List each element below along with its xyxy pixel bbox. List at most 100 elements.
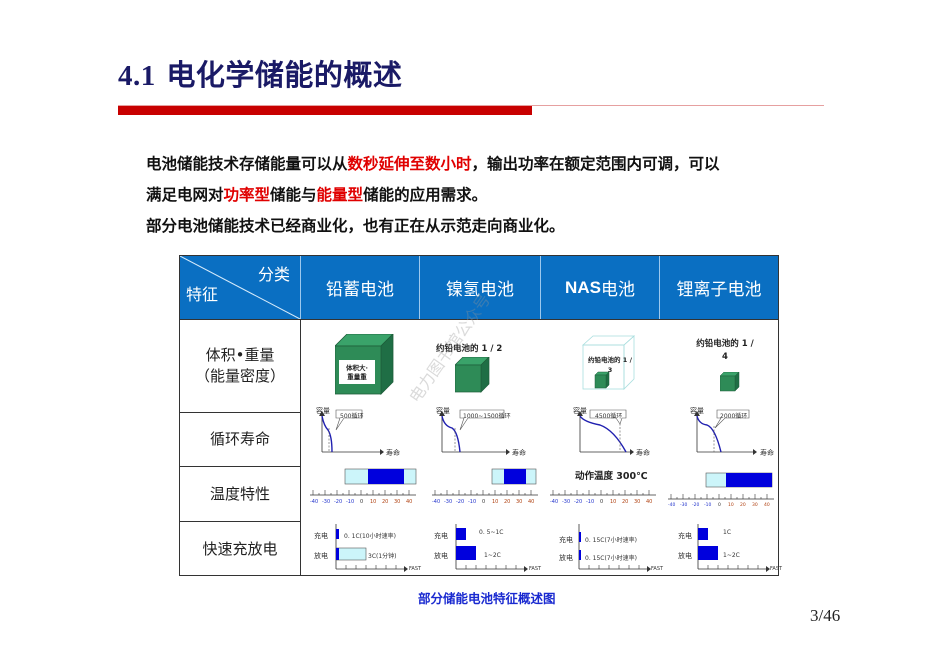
nas-discharge-rate: 0. 15C(7小时速率) [585,555,637,562]
text-span: 储能与 [270,186,317,204]
svg-text:20: 20 [740,502,746,506]
row-label-temperature: 温度特性 [209,484,270,503]
label-line: 3 [607,366,613,374]
fast-axis-label: FAST [651,566,664,572]
discharge-label: 放电 [678,552,692,560]
li-ion-charge-chart [697,524,770,572]
li-ion-charge-rate: 1C [723,529,732,536]
li-ion-cycles: 2000循环 [720,413,748,420]
nas-operating-temperature: 动作温度 300℃ [575,471,648,482]
discharge-label: 放电 [314,552,328,560]
nas-cycle-chart [577,409,634,455]
nas-prefix: NAS [565,277,601,297]
lead-acid-cube-icon [335,334,394,395]
text-span: 储能的应用需求。 [363,186,488,204]
li-ion-discharge-rate: 1~2C [723,552,740,559]
row-label-fast-charge: 快速充放电 [202,539,278,558]
title-text: 电化学储能的概述 [166,58,403,92]
nas-volume-label: 约铅电池的 1 / 3 [578,355,642,375]
nas-charge-rate: 0. 15C(7小时速率) [585,537,637,544]
slide-title: 4.1 电化学储能的概述 [118,52,402,94]
column-header-lead-acid: 铅蓄电池 [300,256,419,319]
svg-text:-30: -30 [680,502,687,506]
title-number: 4.1 [118,60,156,92]
page-number: 3/46 [810,606,841,625]
charge-label: 充电 [434,532,448,540]
li-ion-volume-label: 约铅电池的 1 / 4 [690,338,760,364]
svg-text:10: 10 [370,499,376,505]
nimh-discharge-rate: 1~2C [484,552,501,559]
svg-text:-30: -30 [322,499,330,505]
charge-label: 充电 [678,532,692,540]
label-line: 重量重 [347,373,367,381]
cycle-x-label: 寿命 [386,449,400,457]
nas-outline-cube-icon [582,335,636,390]
li-ion-cube-icon [720,372,740,392]
svg-text:20: 20 [382,499,388,505]
svg-text:20: 20 [622,499,628,505]
svg-text:-20: -20 [456,499,464,505]
svg-text:0: 0 [718,502,721,506]
cycle-x-label: 寿命 [636,449,650,457]
svg-text:10: 10 [610,499,616,505]
nas-charge-chart [578,524,651,572]
nas-cycles: 4500循环 [595,413,623,420]
row-divider [180,412,300,413]
svg-text:0: 0 [600,499,603,505]
lead-acid-volume-label: 体积大· 重量重 [340,364,374,382]
row-label-cycle-life: 循环寿命 [209,430,270,448]
charge-label: 充电 [559,536,573,544]
row-divider [180,521,300,522]
svg-text:-30: -30 [444,499,452,505]
column-divider [300,319,301,576]
nimh-volume-label: 约铅电池的 1 / 2 [436,344,503,354]
svg-text:-10: -10 [704,502,711,506]
svg-text:-20: -20 [574,499,582,505]
svg-text:0: 0 [360,499,363,505]
svg-text:-10: -10 [586,499,594,505]
row-label-volume-weight: 体积•重量 （能量密度） [180,320,300,412]
fast-axis-label: FAST [770,566,783,572]
svg-text:30: 30 [394,499,400,505]
fast-axis-label: FAST [409,566,422,572]
svg-text:40: 40 [528,499,534,505]
svg-text:-20: -20 [334,499,342,505]
highlight-text: 能量型 [316,186,364,204]
nimh-cube-icon [455,357,490,393]
column-header-li-ion: 锂离子电池 [659,256,778,319]
nimh-cycle-chart [439,409,510,455]
corner-label-category: 分类 [257,265,290,284]
paragraph-3: 部分电池储能技术已经商业化，也有正在从示范走向商业化。 [146,217,565,235]
row-divider [180,466,300,467]
row-label-line: （能量密度） [194,367,285,385]
svg-text:10: 10 [492,499,498,505]
title-divider-thin [118,105,824,106]
paragraph-2: 满足电网对功率型储能与能量型储能的应用需求。 [146,183,487,205]
label-line: 约铅电池的 1 / [588,356,632,364]
svg-text:30: 30 [634,499,640,505]
cycle-x-label: 寿命 [512,449,526,457]
svg-text:20: 20 [504,499,510,505]
nimh-cycles: 1000~1500循环 [463,413,511,420]
fast-axis-label: FAST [529,566,542,572]
paragraph-1: 电池储能技术存储能量可以从数秒延伸至数小时，输出功率在额定范围内可调，可以 [146,152,720,174]
corner-cell: 分类 特征 [180,256,300,319]
label-line: 4 [722,352,728,362]
svg-text:-10: -10 [346,499,354,505]
svg-text:40: 40 [406,499,412,505]
svg-text:-20: -20 [692,502,699,506]
svg-text:30: 30 [752,502,758,506]
nimh-charge-rate: 0. 5~1C [479,529,504,536]
nimh-charge-chart [455,524,528,572]
charge-label: 充电 [314,532,328,540]
li-ion-cycle-chart [694,409,757,455]
cycle-y-label: 容量 [573,407,587,415]
svg-text:30: 30 [516,499,522,505]
lead-acid-cycles: 500循环 [340,413,364,420]
